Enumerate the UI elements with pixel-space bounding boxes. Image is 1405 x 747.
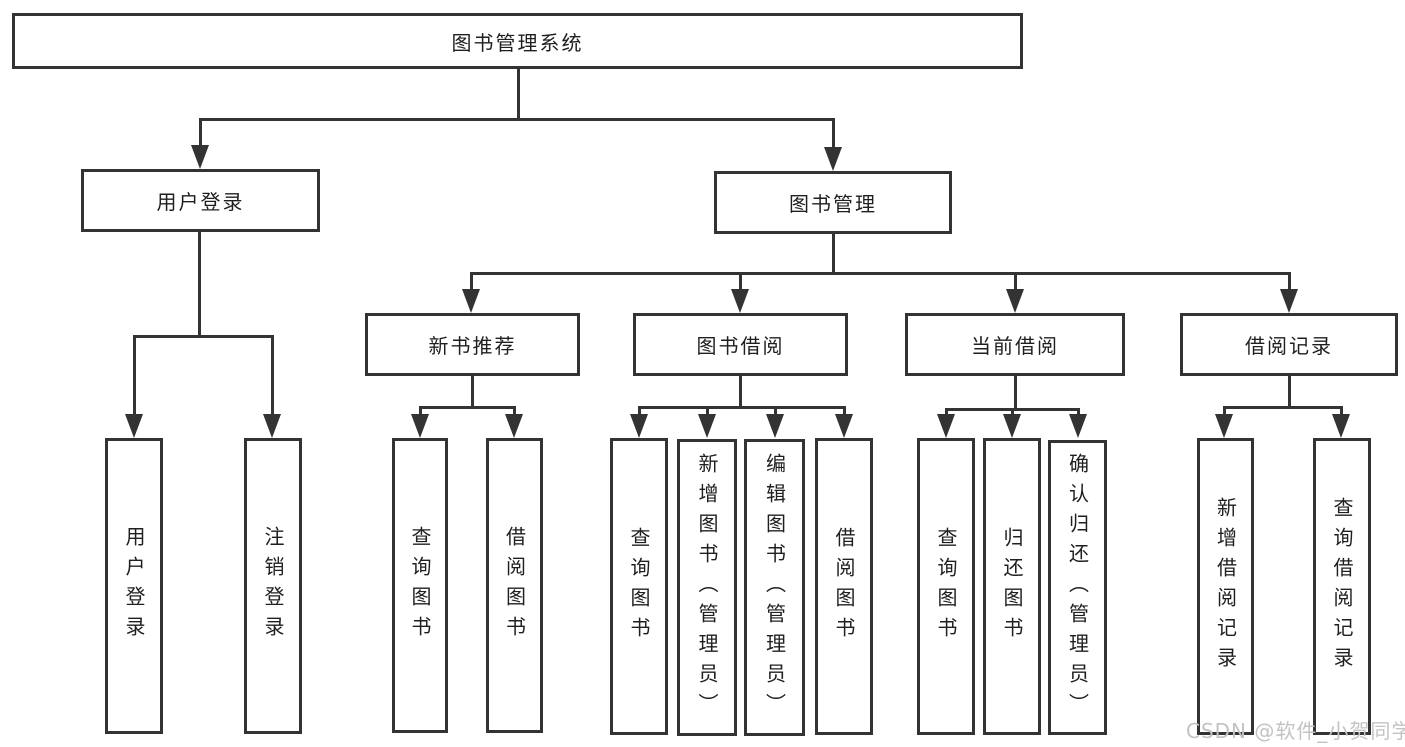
edge-line bbox=[1223, 406, 1226, 416]
node-book-management: 图书管理 bbox=[714, 171, 952, 234]
node-book-borrowing: 图书借阅 bbox=[633, 313, 848, 376]
edge-line bbox=[1014, 376, 1017, 410]
edge-line bbox=[133, 335, 273, 338]
arrow-down-icon bbox=[937, 414, 955, 438]
edge-line bbox=[739, 376, 742, 408]
node-new-book-recommend: 新书推荐 bbox=[365, 313, 580, 376]
node-label: 图书管理 bbox=[789, 192, 877, 216]
node-root-system: 图书管理系统 bbox=[12, 13, 1023, 69]
arrow-down-icon bbox=[125, 414, 143, 438]
arrow-down-icon bbox=[731, 289, 749, 313]
node-label: 借阅图书 bbox=[502, 525, 527, 646]
node-logout-action: 注销登录 bbox=[244, 438, 302, 734]
node-borrowing-edit-books-admin: 编辑图书（管理员） bbox=[744, 439, 805, 736]
arrow-down-icon bbox=[1003, 414, 1021, 438]
arrow-down-icon bbox=[1280, 289, 1298, 313]
arrow-down-icon bbox=[1215, 414, 1233, 438]
edge-line bbox=[419, 406, 516, 409]
edge-line bbox=[470, 272, 473, 292]
node-label: 新增图书（管理员） bbox=[695, 452, 719, 723]
edge-line bbox=[470, 272, 1290, 275]
edge-line bbox=[419, 406, 422, 416]
node-borrowing-records: 借阅记录 bbox=[1180, 313, 1398, 376]
node-current-query-books: 查询图书 bbox=[917, 438, 975, 735]
node-recommend-borrow-books: 借阅图书 bbox=[486, 438, 543, 733]
csdn-watermark: CSDN @软件_小贺同学 bbox=[1186, 719, 1405, 743]
arrow-down-icon bbox=[766, 414, 784, 438]
node-current-borrowing: 当前借阅 bbox=[905, 313, 1125, 376]
edge-line bbox=[832, 234, 835, 274]
edge-line bbox=[199, 118, 202, 148]
edge-line bbox=[1288, 272, 1291, 292]
edge-line bbox=[1223, 406, 1343, 409]
node-label: 用户登录 bbox=[156, 190, 245, 214]
arrow-down-icon bbox=[505, 414, 523, 438]
arrow-down-icon bbox=[1006, 289, 1024, 313]
edge-line bbox=[199, 118, 834, 121]
node-label: 查询图书 bbox=[408, 525, 432, 646]
edge-line bbox=[739, 272, 742, 292]
edge-line bbox=[1288, 376, 1291, 408]
arrow-down-icon bbox=[191, 145, 209, 169]
node-label: 注销登录 bbox=[261, 526, 285, 646]
node-borrowing-borrow-books: 借阅图书 bbox=[815, 438, 873, 735]
node-user-login: 用户登录 bbox=[81, 169, 320, 232]
node-label: 确认归还（管理员） bbox=[1065, 452, 1090, 723]
node-borrowing-add-books-admin: 新增图书（管理员） bbox=[677, 439, 737, 736]
edge-line bbox=[517, 69, 520, 118]
node-user-login-action: 用户登录 bbox=[105, 438, 163, 734]
arrow-down-icon bbox=[1332, 414, 1350, 438]
edge-line bbox=[832, 118, 835, 150]
edge-line bbox=[1077, 408, 1080, 416]
node-label: 借阅图书 bbox=[832, 526, 856, 647]
node-label: 当前借阅 bbox=[971, 334, 1059, 358]
arrow-down-icon bbox=[630, 414, 648, 438]
arrow-down-icon bbox=[698, 414, 716, 438]
node-recommend-query-books: 查询图书 bbox=[392, 438, 448, 733]
node-label: 查询图书 bbox=[627, 526, 651, 647]
edge-line bbox=[271, 335, 274, 416]
edge-line bbox=[133, 335, 136, 416]
node-label: 归还图书 bbox=[1000, 526, 1024, 647]
node-borrowing-query-books: 查询图书 bbox=[610, 438, 668, 735]
edge-line bbox=[706, 406, 709, 416]
arrow-down-icon bbox=[263, 414, 281, 438]
edge-line bbox=[198, 232, 201, 337]
node-current-return-books: 归还图书 bbox=[983, 438, 1041, 735]
node-label: 借阅记录 bbox=[1245, 334, 1333, 358]
node-records-add-record: 新增借阅记录 bbox=[1197, 438, 1254, 735]
node-label: 新书推荐 bbox=[428, 334, 517, 358]
arrow-down-icon bbox=[411, 414, 429, 438]
arrow-down-icon bbox=[824, 147, 842, 171]
node-label: 编辑图书（管理员） bbox=[762, 452, 787, 723]
node-label: 新增借阅记录 bbox=[1213, 496, 1238, 677]
arrow-down-icon bbox=[1069, 414, 1087, 438]
edge-line bbox=[1011, 408, 1014, 416]
edge-line bbox=[1340, 406, 1343, 416]
node-label: 查询借阅记录 bbox=[1330, 496, 1354, 677]
edge-line bbox=[843, 406, 846, 416]
arrow-down-icon bbox=[462, 289, 480, 313]
edge-line bbox=[638, 406, 846, 409]
edge-line bbox=[471, 376, 474, 408]
node-label: 用户登录 bbox=[122, 526, 146, 646]
node-label: 图书管理系统 bbox=[451, 30, 584, 55]
edge-line bbox=[638, 406, 641, 416]
arrow-down-icon bbox=[835, 414, 853, 438]
edge-line bbox=[513, 406, 516, 416]
node-label: 图书借阅 bbox=[696, 334, 785, 358]
node-current-confirm-return-admin: 确认归还（管理员） bbox=[1048, 440, 1107, 735]
node-records-query-record: 查询借阅记录 bbox=[1313, 438, 1371, 735]
edge-line bbox=[774, 406, 777, 416]
edge-line bbox=[1014, 272, 1017, 292]
node-label: 查询图书 bbox=[934, 526, 958, 647]
edge-line bbox=[945, 408, 948, 416]
